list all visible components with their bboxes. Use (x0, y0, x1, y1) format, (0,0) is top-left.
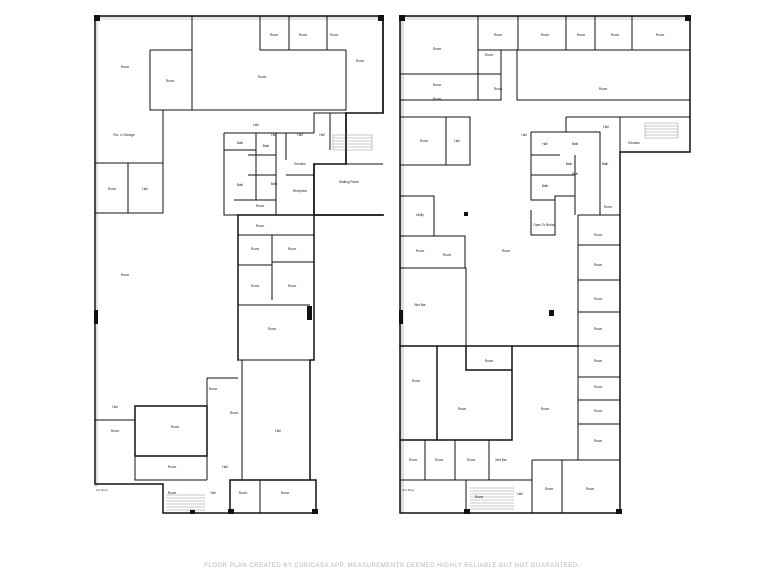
floor-plan-2 (399, 15, 691, 514)
room-label: Room (433, 97, 442, 101)
room-label: Room (288, 284, 297, 288)
room-label: Room (494, 87, 503, 91)
room-label: Bath (237, 183, 244, 187)
room-label: Room (485, 359, 494, 363)
room-label: Hall (210, 491, 216, 495)
room-label: Room (594, 327, 603, 331)
room-label: Room (458, 407, 467, 411)
room-label: Room (239, 491, 248, 495)
room-label: Room (412, 379, 421, 383)
room-label: Room (594, 409, 603, 413)
room-label: Room (209, 387, 218, 391)
room-label: Waiting Room (339, 180, 359, 184)
room-label: Room (545, 487, 554, 491)
room-label: Room (270, 33, 279, 37)
room-label: Bath (572, 172, 579, 176)
room-label: Room (168, 465, 177, 469)
room-label: Room (541, 33, 550, 37)
room-label: Open To Below (533, 223, 555, 227)
room-label: Bath (572, 142, 579, 146)
room-label: Wet Bar (414, 303, 426, 307)
room-label: Room (256, 204, 265, 208)
room-label: Room (475, 495, 484, 499)
room-label: Bath (602, 162, 609, 166)
room-label: Room (433, 47, 442, 51)
room-label: Room (599, 87, 608, 91)
room-label: Hall (142, 187, 148, 191)
room-label: Room (171, 425, 180, 429)
room-label: Room (111, 429, 120, 433)
room-label: Room (281, 491, 290, 495)
room-label: Hall (222, 465, 228, 469)
room-label: Hall (253, 123, 259, 127)
room-label: Room (168, 491, 177, 495)
room-label: Room (541, 407, 550, 411)
room-label: Room (258, 75, 267, 79)
room-label: Room (443, 253, 452, 257)
room-label: Room (268, 327, 277, 331)
room-label: Room (288, 247, 297, 251)
room-label: Room (611, 33, 620, 37)
room-label: Hall (275, 429, 281, 433)
exterior-wall-2 (399, 15, 691, 514)
room-label: Bath (542, 184, 549, 188)
room-label: Hall (521, 133, 527, 137)
room-label: Room (594, 263, 603, 267)
room-label: Room (409, 458, 418, 462)
floor-label-2: 2nd Floor (402, 488, 415, 492)
room-label: Room (251, 247, 260, 251)
room-label: Room (594, 359, 603, 363)
floor-label-1: 1st Floor (96, 488, 108, 492)
room-label: Room (121, 65, 130, 69)
footer-disclaimer: FLOOR PLAN CREATED BY CUBICASA APP. MEAS… (204, 563, 580, 569)
room-label: Room (108, 187, 117, 191)
room-label: Room (121, 273, 130, 277)
room-label: Room (594, 297, 603, 301)
room-label: Rm. in Storage (113, 133, 134, 137)
room-label: Room (435, 458, 444, 462)
room-label: Room (256, 224, 265, 228)
room-label: Room (494, 33, 503, 37)
room-label: Hall (542, 142, 548, 146)
room-label: Room (356, 59, 365, 63)
room-label: Elevator (628, 141, 641, 145)
room-label: Utility (416, 213, 424, 217)
room-label: Room (467, 458, 476, 462)
room-label: Hall (297, 133, 303, 137)
room-label: Room (330, 33, 339, 37)
room-label: Room (416, 249, 425, 253)
room-label: Room (230, 411, 239, 415)
room-label: Bath (271, 182, 278, 186)
room-label: Hall (517, 492, 523, 496)
room-label: Room (577, 33, 586, 37)
room-label: Room (251, 284, 260, 288)
room-label: Room (656, 33, 665, 37)
room-label: Hall (454, 139, 460, 143)
room-label: Room (604, 205, 613, 209)
room-label: Room (433, 83, 442, 87)
room-label: Room (594, 233, 603, 237)
room-label: Wet Bar (495, 458, 507, 462)
room-label: Bath (263, 144, 270, 148)
room-label: Hall (112, 405, 118, 409)
room-label: Room (594, 385, 603, 389)
room-label: Room (420, 139, 429, 143)
room-label: Bath (237, 141, 244, 145)
room-label: Room (166, 79, 175, 83)
room-label: Room (299, 33, 308, 37)
room-label: Room (586, 487, 595, 491)
room-label: Reception (293, 189, 308, 193)
room-label: Elevator (294, 162, 307, 166)
room-label: Hall (603, 125, 609, 129)
room-label: Bath (566, 162, 573, 166)
room-label: Hall (319, 133, 325, 137)
room-label: Room (502, 249, 511, 253)
floor-plan-1 (94, 15, 384, 514)
room-label: Room (594, 439, 603, 443)
room-label: Room (485, 53, 494, 57)
room-label: Hall (271, 133, 277, 137)
